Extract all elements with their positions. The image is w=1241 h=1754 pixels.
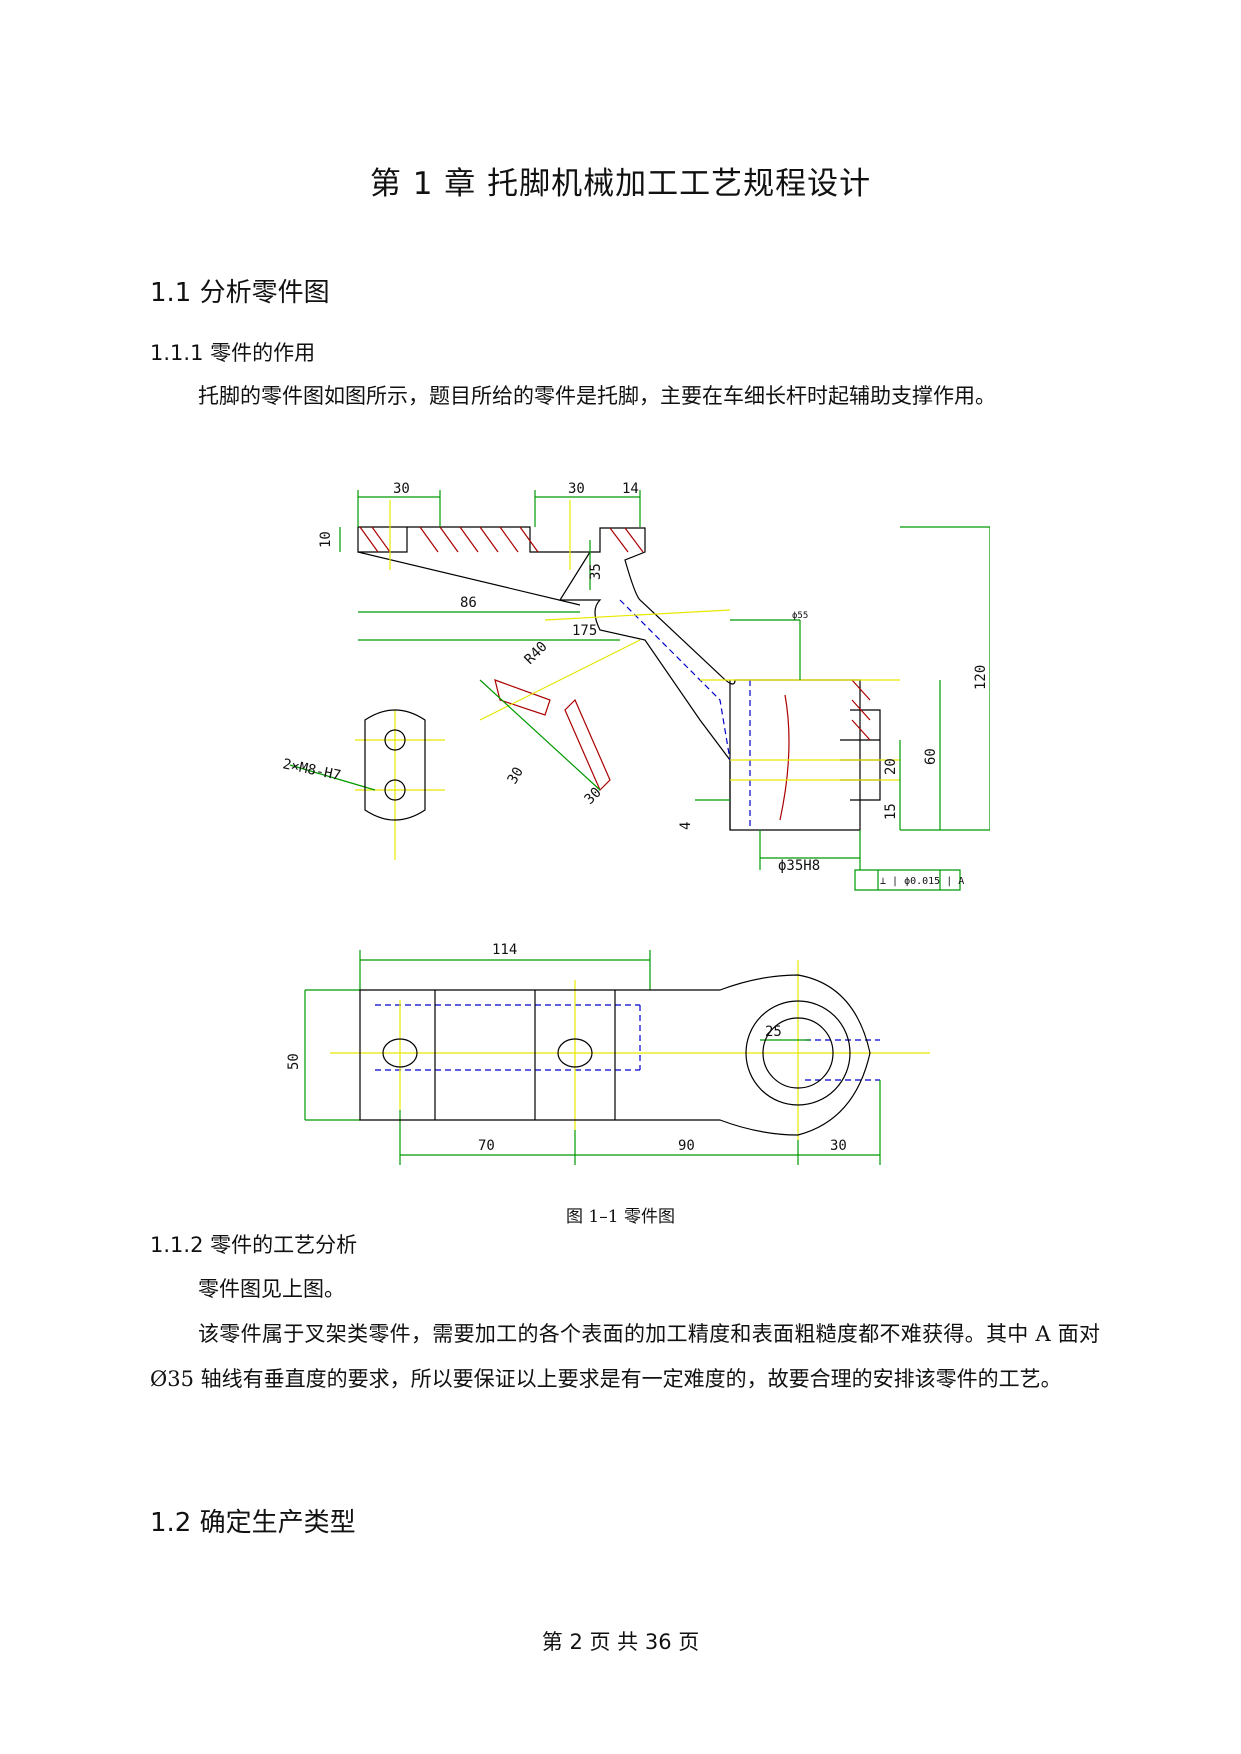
paragraph-see-figure: 零件图见上图。 (198, 1277, 345, 1301)
dim-14: 14 (622, 481, 639, 497)
front-view-outline (357, 526, 881, 831)
hidden-lines (375, 599, 880, 1081)
dim-175: 175 (572, 623, 597, 639)
top-view-outline (359, 709, 871, 1136)
dim-114: 114 (492, 942, 517, 958)
dim-phi55: ϕ55 (792, 611, 808, 621)
section-heading-1-1: 1.1 分析零件图 (150, 278, 330, 308)
page-footer: 第 2 页 共 36 页 (541, 1630, 700, 1654)
dim-30e: 30 (830, 1138, 847, 1154)
dim-30c: 30 (505, 764, 527, 787)
dim-70: 70 (478, 1138, 495, 1154)
dim-30a: 30 (393, 481, 410, 497)
dim-4: 4 (678, 822, 694, 830)
dim-30b: 30 (568, 481, 585, 497)
dim-r40: R40 (522, 639, 551, 668)
paragraph-function: 托脚的零件图如图所示，题目所给的零件是托脚，主要在车细长杆时起辅助支撑作用。 (198, 384, 996, 408)
dim-50: 50 (286, 1053, 302, 1070)
center-lines (330, 500, 930, 1140)
dim-120: 120 (973, 665, 989, 690)
chapter-title: 第 1 章 托脚机械加工工艺规程设计 (369, 166, 872, 202)
dim-10: 10 (318, 531, 334, 548)
dim-86: 86 (460, 595, 477, 611)
dim-35: 35 (588, 563, 604, 580)
section-heading-1-1-2: 1.1.2 零件的工艺分析 (150, 1233, 358, 1257)
dim-60: 60 (923, 748, 939, 765)
dimension-lines (289, 490, 990, 1165)
hatching (359, 526, 871, 821)
hole-note: 2×M8-H7 (281, 756, 342, 784)
dim-25: 25 (765, 1024, 782, 1040)
section-heading-1-1-1: 1.1.1 零件的作用 (150, 341, 316, 365)
dim-15: 15 (883, 803, 899, 820)
paragraph-analysis: 该零件属于叉架类零件，需要加工的各个表面的加工精度和表面粗糙度都不难获得。其中 … (150, 1322, 1100, 1391)
tolerance-frame-text: ⊥ | ϕ0.015 | A (880, 876, 964, 887)
part-drawing: 30 30 14 10 35 86 175 R40 ϕ55 120 60 20 … (281, 481, 990, 1165)
dim-20: 20 (883, 758, 899, 775)
dim-90: 90 (678, 1138, 695, 1154)
section-heading-1-2: 1.2 确定生产类型 (150, 1508, 356, 1538)
dim-phi35h8: ϕ35H8 (778, 858, 820, 874)
figure-caption: 图 1–1 零件图 (566, 1207, 675, 1227)
